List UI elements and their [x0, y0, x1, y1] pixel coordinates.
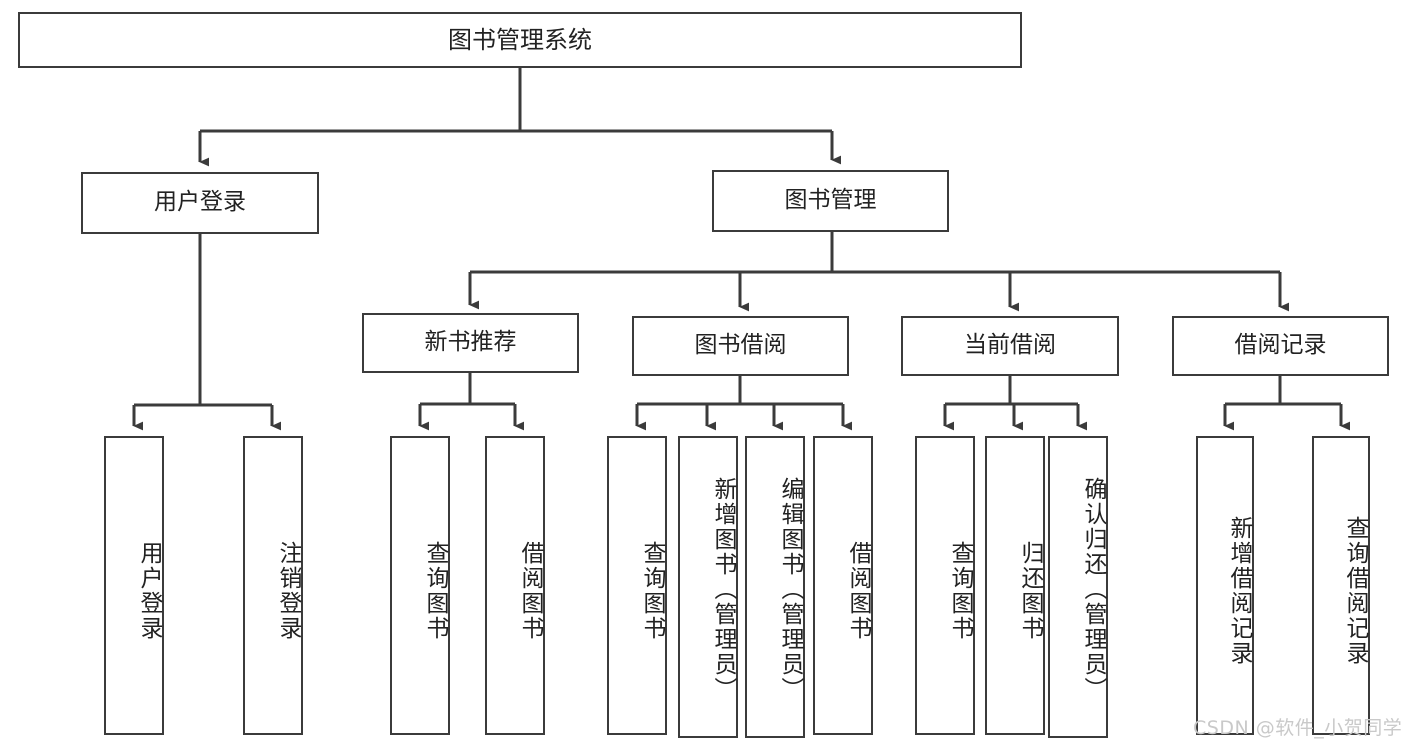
- node-borrowing-record[interactable]: 借阅记录: [1172, 316, 1389, 376]
- leaf-query-borrowing-record[interactable]: 查询借阅记录: [1312, 436, 1370, 735]
- leaf-return-book[interactable]: 归还图书: [985, 436, 1045, 735]
- leaf-borrow-book-borrowing[interactable]: 借阅图书: [813, 436, 873, 735]
- node-user-login[interactable]: 用户登录: [81, 172, 319, 234]
- node-book-management[interactable]: 图书管理: [712, 170, 949, 232]
- leaf-query-book-current[interactable]: 查询图书: [915, 436, 975, 735]
- leaf-user-logout[interactable]: 注销登录: [243, 436, 303, 735]
- leaf-add-book-admin[interactable]: 新增图书（管理员）: [678, 436, 738, 738]
- leaf-confirm-return-admin[interactable]: 确认归还（管理员）: [1048, 436, 1108, 738]
- leaf-edit-book-admin[interactable]: 编辑图书（管理员）: [745, 436, 805, 738]
- node-book-borrowing[interactable]: 图书借阅: [632, 316, 849, 376]
- leaf-query-book-new-recommendation[interactable]: 查询图书: [390, 436, 450, 735]
- node-root-system[interactable]: 图书管理系统: [18, 12, 1022, 68]
- watermark-text: CSDN @软件_小贺同学: [1193, 717, 1403, 739]
- node-new-book-recommendation[interactable]: 新书推荐: [362, 313, 579, 373]
- node-current-borrowing[interactable]: 当前借阅: [901, 316, 1119, 376]
- leaf-borrow-book-new-recommendation[interactable]: 借阅图书: [485, 436, 545, 735]
- leaf-query-book-borrowing[interactable]: 查询图书: [607, 436, 667, 735]
- leaf-user-login[interactable]: 用户登录: [104, 436, 164, 735]
- leaf-add-borrowing-record[interactable]: 新增借阅记录: [1196, 436, 1254, 735]
